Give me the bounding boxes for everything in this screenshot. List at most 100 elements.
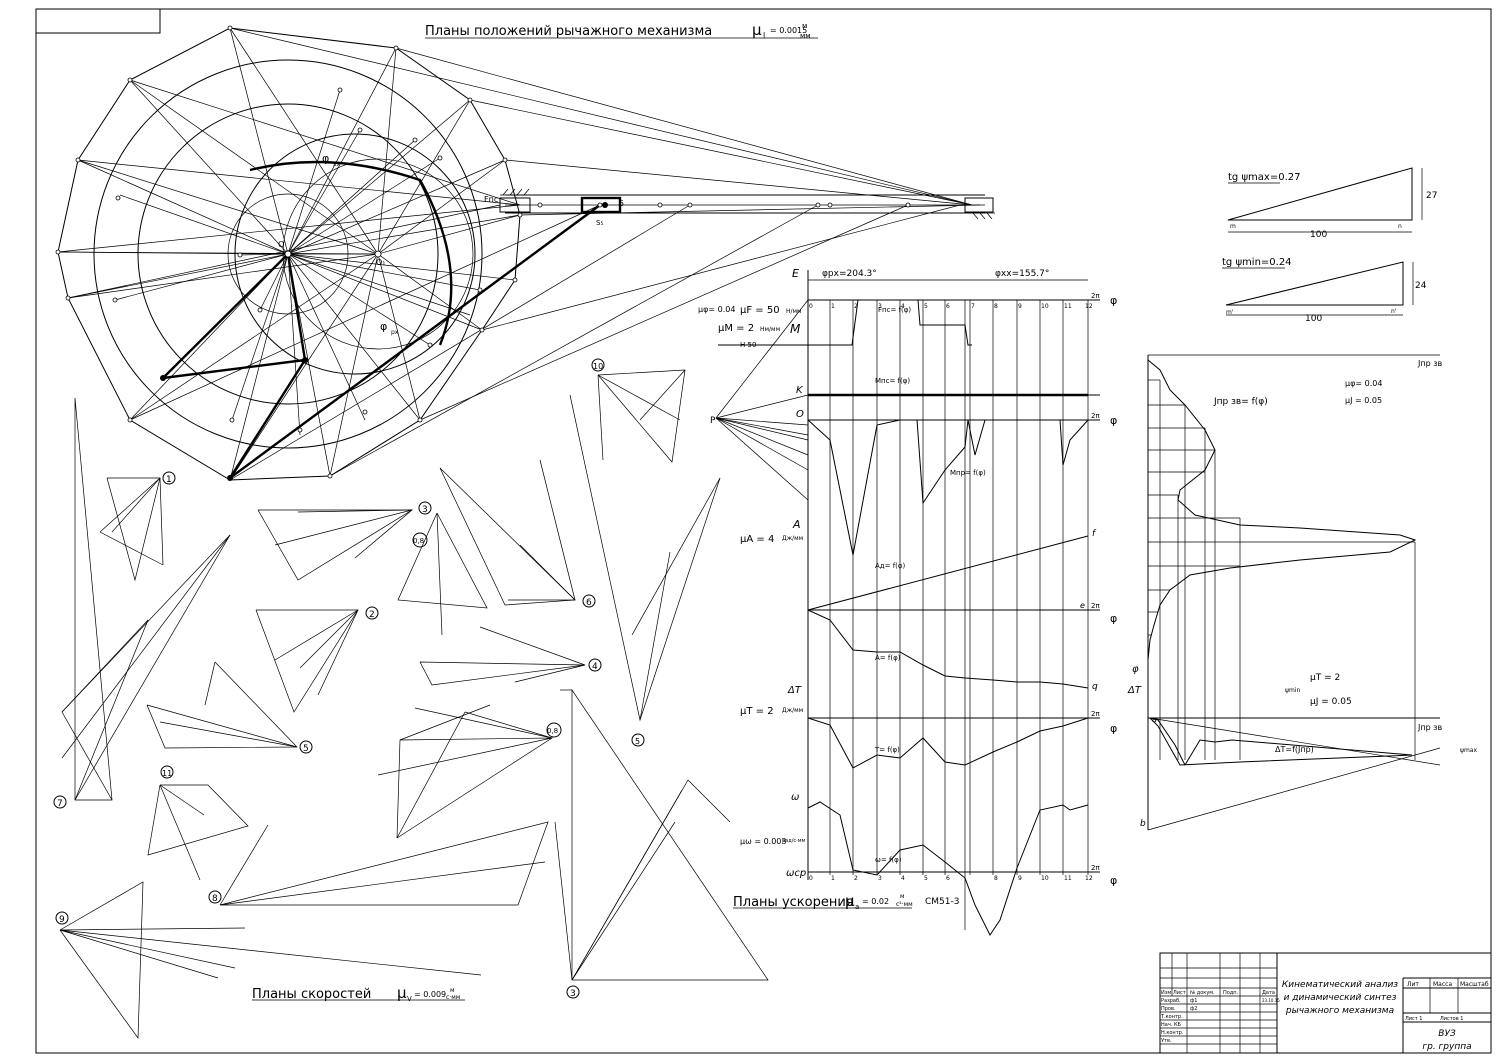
sheet-frame (35, 8, 1492, 1054)
tangent-max (1149, 717, 1441, 766)
svg-text:μ: μ (397, 984, 407, 1002)
svg-text:4: 4 (901, 303, 905, 310)
plan-5p-marker (631, 733, 645, 747)
svg-text:μ: μ (845, 892, 855, 910)
ground-hatch-left (500, 188, 532, 196)
accelerations-scale-value: = 0.02 (862, 897, 889, 906)
svg-text:3: 3 (878, 875, 882, 882)
svg-text:Aд= f(φ): Aд= f(φ) (875, 562, 906, 570)
svg-text:Н.контр.: Н.контр. (1161, 1030, 1184, 1036)
svg-text:3: 3 (570, 989, 576, 999)
svg-text:5: 5 (924, 875, 928, 882)
svg-text:100: 100 (1305, 314, 1322, 324)
plan-4-marker (588, 658, 602, 672)
crank-circle-outer (93, 59, 483, 449)
plan-11-marker (160, 765, 174, 779)
positions-scale-mu: μ (752, 21, 762, 39)
svg-text:м: м (900, 893, 905, 900)
svg-text:Лит: Лит (1407, 981, 1419, 988)
plan-2-marker (365, 606, 379, 620)
plan-6-marker (582, 594, 596, 608)
rocker-rays (57, 27, 521, 481)
working-arc (249, 160, 453, 346)
svg-text:6: 6 (946, 875, 950, 882)
scale-t: μT = 2 (740, 706, 774, 717)
svg-text:m': m' (1226, 309, 1234, 316)
group-name: гр. группа (1422, 1042, 1471, 1052)
plan-7-marker (53, 795, 67, 809)
velocity-plans: 7 1 3 2 5 (53, 358, 721, 1040)
svg-text:f: f (1092, 529, 1097, 539)
svg-text:3: 3 (878, 303, 882, 310)
org-name: ВУЗ (1438, 1029, 1456, 1039)
tg-min-triangle (1225, 261, 1404, 306)
label-o: O (278, 240, 284, 249)
scale-omega: μω = 0.003 (740, 837, 786, 846)
svg-text:E: E (792, 267, 799, 280)
curve-ad (807, 535, 1089, 611)
plan-9-marker (55, 911, 69, 925)
svg-text:с²·мм: с²·мм (896, 901, 913, 908)
scale-f: μF = 50 (740, 305, 780, 316)
positions-scale-value: = 0.0015 (770, 26, 807, 35)
pole-p: P (710, 416, 716, 426)
svg-text:φ: φ (1132, 664, 1139, 675)
svg-text:2π: 2π (1091, 864, 1100, 872)
svg-text:2π: 2π (1091, 412, 1100, 420)
svg-text:24: 24 (1415, 281, 1427, 291)
svg-text:11: 11 (1064, 875, 1072, 882)
svg-text:Масштаб: Масштаб (1460, 981, 1489, 988)
svg-text:φ: φ (1110, 294, 1117, 307)
acceleration-plans: 0,8 3 Планы ускорения μ a = 0.02 м с²·мм… (377, 688, 959, 999)
svg-text:n: n (1398, 223, 1402, 230)
svg-text:м: м (802, 22, 807, 30)
velocity-plan-7 (61, 397, 231, 801)
graph-axes (718, 270, 1100, 880)
svg-text:Утв.: Утв. (1161, 1038, 1172, 1044)
phi-xx-value: φхх=155.7° (995, 269, 1049, 279)
svg-text:O: O (796, 409, 804, 420)
svg-text:5: 5 (924, 303, 928, 310)
svg-text:a: a (1152, 715, 1157, 724)
svg-text:Лист: Лист (1173, 990, 1186, 996)
label-phi-rx: φ (380, 320, 387, 333)
svg-text:ω= f(φ): ω= f(φ) (875, 856, 902, 864)
plan-3-marker (418, 501, 432, 515)
svg-text:2: 2 (854, 875, 858, 882)
velocity-plan-8 (219, 821, 549, 906)
svg-text:Jпр зв= f(φ): Jпр зв= f(φ) (1213, 397, 1268, 407)
svg-text:Дата: Дата (1262, 990, 1275, 996)
curve-mpc (807, 419, 1089, 556)
velocity-plan-08 (397, 512, 488, 636)
svg-text:Mпр= f(φ): Mпр= f(φ) (950, 469, 986, 477)
crank-rays (57, 27, 521, 481)
svg-text:T= f(φ): T= f(φ) (874, 746, 900, 754)
velocities-scale-value: = 0.009 (414, 990, 446, 999)
svg-text:2π: 2π (1091, 292, 1100, 300)
svg-text:ψmin: ψmin (1285, 687, 1300, 694)
svg-text:7: 7 (57, 799, 63, 809)
acceleration-plan-08 (377, 704, 554, 839)
svg-text:n': n' (1391, 308, 1397, 315)
tg-max-triangle (1227, 167, 1413, 221)
svg-text:Jпр зв: Jпр зв (1417, 723, 1442, 732)
svg-text:Mпс= f(φ): Mпс= f(φ) (875, 377, 910, 385)
svg-text:φ: φ (1110, 414, 1117, 427)
acc-plan-3-marker (566, 985, 580, 999)
svg-text:8: 8 (994, 875, 998, 882)
svg-text:Листов 1: Листов 1 (1440, 1016, 1463, 1022)
svg-text:b: b (1140, 819, 1146, 829)
velocity-plan-3 (257, 509, 414, 581)
svg-text:A= f(φ): A= f(φ) (875, 654, 901, 662)
svg-text:5: 5 (635, 737, 640, 746)
svg-text:3: 3 (422, 505, 428, 515)
wittenbauer-hlines (1148, 379, 1416, 760)
svg-text:μT = 2: μT = 2 (1310, 673, 1340, 683)
pole-rays (715, 299, 809, 501)
graphs: φрх=204.3° φхх=155.7° φ φ φ φ φ 2π 2π 2π… (698, 267, 1117, 936)
svg-text:ф1: ф1 (1190, 998, 1197, 1004)
svg-text:Fпс= f(φ): Fпс= f(φ) (878, 306, 911, 314)
velocity-plan-5 (146, 661, 298, 749)
velocity-plan-6 (439, 459, 576, 606)
scale-m: μM = 2 (718, 323, 754, 334)
